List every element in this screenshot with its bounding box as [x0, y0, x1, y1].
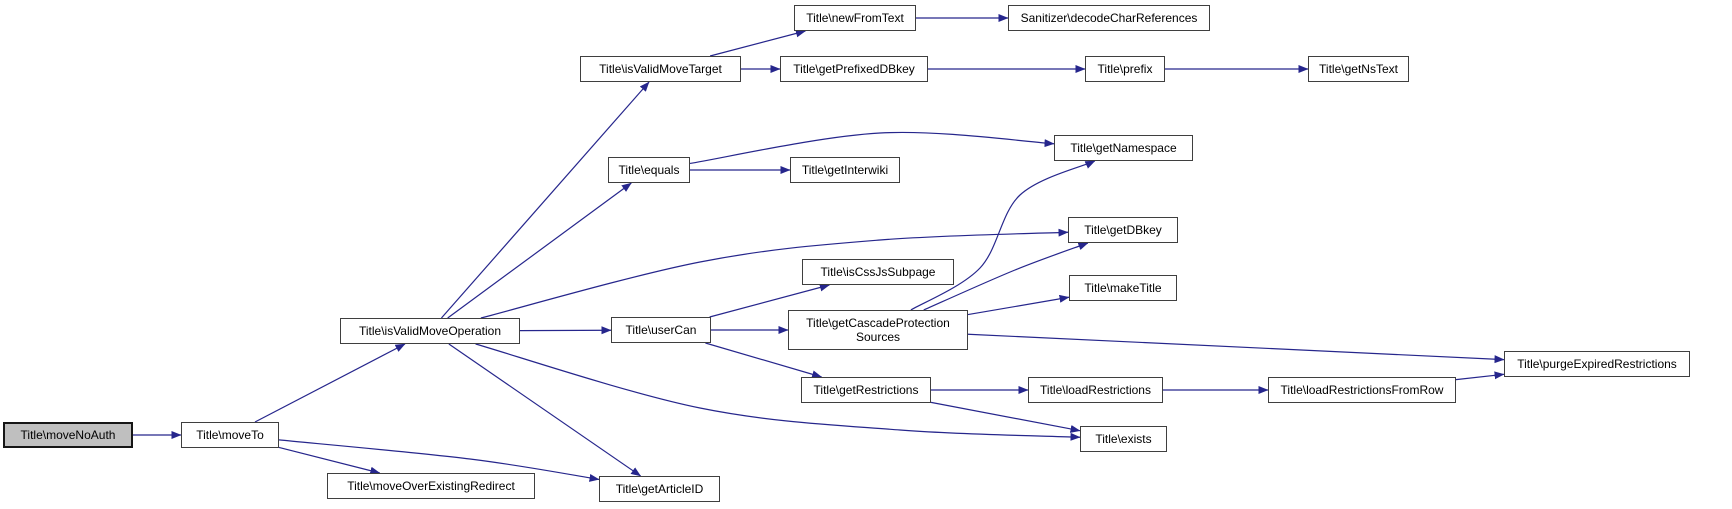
node-moveOverExistingRedirect[interactable]: Title\moveOverExistingRedirect [327, 473, 535, 499]
node-prefix[interactable]: Title\prefix [1085, 56, 1165, 82]
node-getPrefixedDBkey[interactable]: Title\getPrefixedDBkey [780, 56, 928, 82]
node-label: Title\getArticleID [615, 482, 704, 496]
node-label: Title\isCssJsSubpage [820, 265, 936, 279]
edge-moveTo-moveOverExistingRedirect [278, 446, 381, 475]
node-label: Title\isValidMoveOperation [358, 324, 502, 338]
node-purgeExpiredRestrictions[interactable]: Title\purgeExpiredRestrictions [1504, 351, 1690, 377]
node-getInterwiki[interactable]: Title\getInterwiki [790, 157, 900, 183]
edge-isValidMoveOperation-exists [475, 343, 1081, 441]
node-label: Title\getDBkey [1084, 223, 1162, 237]
node-getRestrictions[interactable]: Title\getRestrictions [801, 377, 931, 403]
node-label: Title\isValidMoveTarget [599, 62, 722, 76]
edge-loadRestrictionsFromRow-purgeExpiredRestrictions [1455, 371, 1505, 381]
edge-getRestrictions-exists [930, 401, 1081, 433]
node-label: Title\getInterwiki [801, 163, 889, 177]
node-label: Title\getCascadeProtection [806, 316, 950, 330]
edge-isValidMoveOperation-equals [447, 182, 632, 319]
node-label: Title\getNamespace [1070, 141, 1177, 155]
node-label: Title\loadRestrictionsFromRow [1280, 383, 1444, 397]
node-label: Title\userCan [625, 323, 697, 337]
node-exists[interactable]: Title\exists [1080, 426, 1167, 452]
edge-getCascadeProtectionSources-getNamespace [910, 160, 1096, 311]
edge-isValidMoveTarget-newFromText [709, 29, 806, 57]
edge-getCascadeProtectionSources-purgeExpiredRestrictions [967, 333, 1505, 364]
edge-moveTo-getArticleID [278, 439, 600, 482]
edge-userCan-isCssJsSubpage [709, 283, 830, 318]
node-label: Title\prefix [1097, 62, 1153, 76]
node-moveTo[interactable]: Title\moveTo [181, 422, 279, 448]
node-label: Title\moveTo [196, 428, 264, 442]
node-label-line2: Sources [855, 330, 901, 344]
node-makeTitle[interactable]: Title\makeTitle [1069, 275, 1177, 301]
node-isValidMoveOperation[interactable]: Title\isValidMoveOperation [340, 318, 520, 344]
edge-equals-getNamespace [689, 131, 1055, 165]
edge-userCan-getRestrictions [705, 342, 823, 379]
node-label: Title\moveOverExistingRedirect [347, 479, 515, 493]
node-getNsText[interactable]: Title\getNsText [1308, 56, 1409, 82]
node-label: Title\equals [618, 163, 680, 177]
edge-moveTo-isValidMoveOperation [254, 343, 406, 423]
node-equals[interactable]: Title\equals [608, 157, 690, 183]
node-loadRestrictions[interactable]: Title\loadRestrictions [1028, 377, 1163, 403]
node-isCssJsSubpage[interactable]: Title\isCssJsSubpage [802, 259, 954, 285]
node-label: Title\getNsText [1319, 62, 1398, 76]
node-decodeCharReferences[interactable]: Sanitizer\decodeCharReferences [1008, 5, 1210, 31]
node-userCan[interactable]: Title\userCan [611, 317, 711, 343]
node-label: Title\exists [1095, 432, 1152, 446]
edge-isValidMoveOperation-isValidMoveTarget [440, 81, 650, 319]
node-label: Sanitizer\decodeCharReferences [1020, 11, 1198, 25]
node-isValidMoveTarget[interactable]: Title\isValidMoveTarget [580, 56, 741, 82]
node-label: Title\moveNoAuth [20, 428, 116, 442]
edge-isValidMoveOperation-getDBkey [480, 228, 1069, 319]
node-getDBkey[interactable]: Title\getDBkey [1068, 217, 1178, 243]
edge-isValidMoveOperation-getArticleID [448, 343, 642, 477]
node-label: Title\purgeExpiredRestrictions [1517, 357, 1677, 371]
node-newFromText[interactable]: Title\newFromText [794, 5, 916, 31]
node-loadRestrictionsFromRow[interactable]: Title\loadRestrictionsFromRow [1268, 377, 1456, 403]
node-label: Title\makeTitle [1084, 281, 1162, 295]
node-getNamespace[interactable]: Title\getNamespace [1054, 135, 1193, 161]
edge-getCascadeProtectionSources-getDBkey [923, 242, 1089, 311]
node-label: Title\loadRestrictions [1040, 383, 1151, 397]
node-label: Title\newFromText [806, 11, 904, 25]
node-label: Title\getPrefixedDBkey [793, 62, 915, 76]
node-moveNoAuth: Title\moveNoAuth [3, 422, 133, 448]
edge-getCascadeProtectionSources-makeTitle [967, 294, 1070, 316]
node-getArticleID[interactable]: Title\getArticleID [599, 476, 720, 502]
node-label: Title\getRestrictions [813, 383, 919, 397]
